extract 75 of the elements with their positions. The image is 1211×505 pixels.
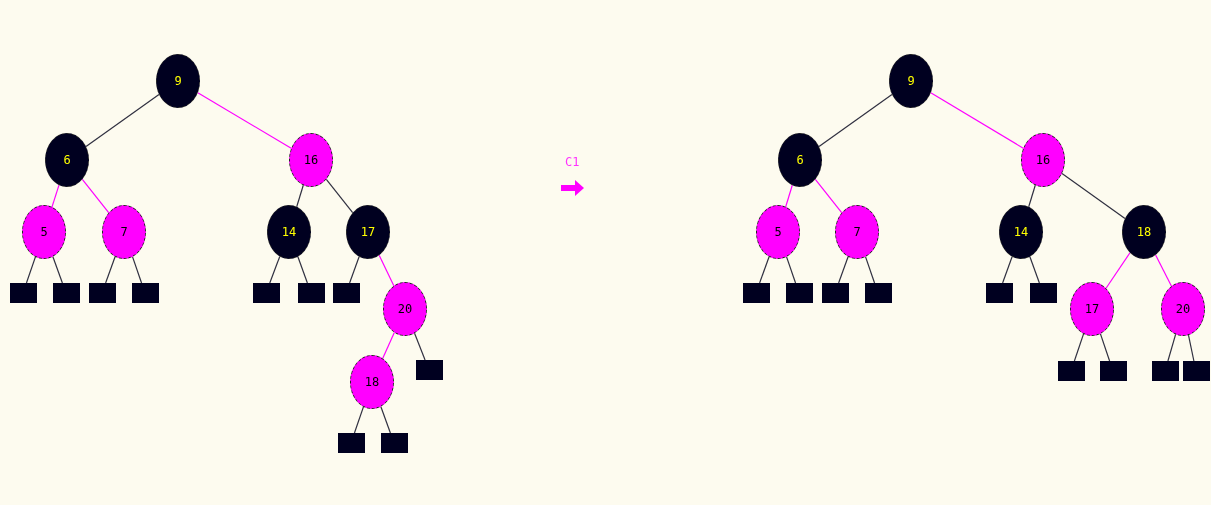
leaf-node bbox=[380, 433, 408, 453]
tree-edge bbox=[380, 406, 391, 434]
leaf-node bbox=[1029, 283, 1057, 303]
tree-edge bbox=[25, 256, 37, 284]
tree-edge bbox=[296, 184, 304, 208]
tree-node: 16 bbox=[289, 133, 333, 187]
tree-edge bbox=[1029, 256, 1040, 284]
tree-edge bbox=[759, 256, 770, 284]
tree-node: 5 bbox=[22, 205, 66, 259]
tree-edge bbox=[864, 256, 876, 284]
tree-edge bbox=[297, 256, 308, 284]
tree-edge bbox=[1099, 333, 1111, 362]
leaf-node bbox=[1151, 361, 1179, 381]
tree-edge bbox=[105, 256, 116, 284]
tree-edge bbox=[413, 332, 426, 361]
leaf-node bbox=[1182, 361, 1210, 381]
leaf-node bbox=[415, 360, 443, 380]
leaf-node bbox=[52, 283, 80, 303]
tree-node: 18 bbox=[1122, 205, 1166, 259]
leaf-node bbox=[332, 283, 360, 303]
tree-node: 7 bbox=[835, 205, 879, 259]
tree-edge bbox=[930, 92, 1024, 149]
leaf-node bbox=[297, 283, 325, 303]
tree-node: 17 bbox=[1070, 282, 1114, 336]
transformation-label: C1 bbox=[565, 155, 580, 169]
leaf-node bbox=[821, 283, 849, 303]
tree-node: 14 bbox=[999, 205, 1043, 259]
leaf-node bbox=[985, 283, 1013, 303]
tree-edge bbox=[1105, 252, 1131, 289]
leaf-node bbox=[131, 283, 159, 303]
tree-node: 9 bbox=[889, 54, 933, 108]
tree-edge bbox=[52, 256, 63, 284]
tree-node: 6 bbox=[778, 133, 822, 187]
leaf-node bbox=[785, 283, 813, 303]
leaf-node bbox=[337, 433, 365, 453]
tree-node: 7 bbox=[102, 205, 146, 259]
tree-node: 20 bbox=[383, 282, 427, 336]
tree-edge bbox=[785, 256, 797, 284]
leaf-node bbox=[1099, 361, 1127, 381]
tree-edge bbox=[131, 256, 143, 284]
tree-edge bbox=[1028, 184, 1036, 208]
tree-edge bbox=[353, 406, 365, 434]
tree-edge bbox=[1073, 333, 1085, 362]
tree-node: 20 bbox=[1161, 282, 1205, 336]
tree-node: 9 bbox=[156, 54, 200, 108]
tree-edge bbox=[378, 254, 395, 287]
leaf-node bbox=[88, 283, 116, 303]
tree-edge bbox=[1155, 254, 1172, 287]
leaf-node bbox=[9, 283, 37, 303]
tree-edge bbox=[838, 256, 849, 284]
tree-edge bbox=[349, 256, 360, 284]
tree-edge bbox=[382, 332, 395, 359]
tree-edge bbox=[81, 178, 110, 214]
tree-edge bbox=[325, 178, 354, 214]
tree-edge bbox=[85, 93, 160, 148]
leaf-node bbox=[864, 283, 892, 303]
tree-node: 16 bbox=[1021, 133, 1065, 187]
tree-edge bbox=[269, 255, 281, 284]
leaf-node bbox=[742, 283, 770, 303]
tree-node: 14 bbox=[267, 205, 311, 259]
tree-edge bbox=[197, 92, 292, 149]
tree-edge bbox=[814, 178, 843, 214]
tree-edge bbox=[51, 184, 60, 208]
tree-node: 18 bbox=[350, 355, 394, 409]
tree-edge bbox=[1002, 256, 1013, 284]
leaf-node bbox=[252, 283, 280, 303]
tree-edge bbox=[785, 184, 793, 208]
tree-edge bbox=[818, 93, 893, 148]
tree-edge bbox=[1187, 334, 1195, 362]
tree-node: 6 bbox=[45, 133, 89, 187]
tree-edge bbox=[1167, 333, 1177, 362]
leaf-node bbox=[1057, 361, 1085, 381]
tree-node: 5 bbox=[756, 205, 800, 259]
tree-node: 17 bbox=[346, 205, 390, 259]
tree-edge bbox=[1061, 172, 1126, 220]
